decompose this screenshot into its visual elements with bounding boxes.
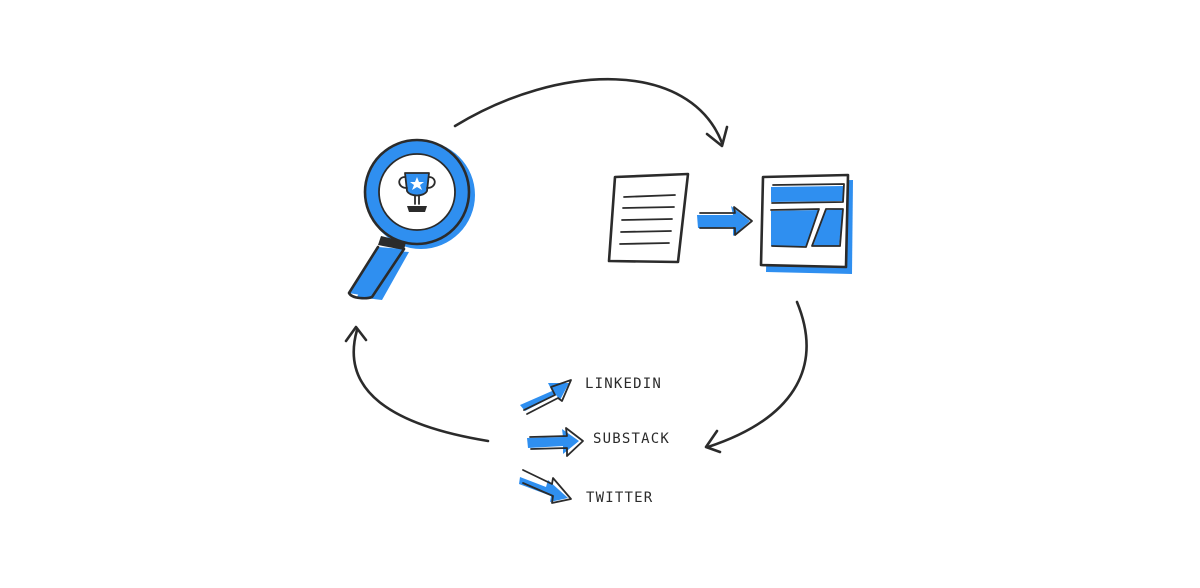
arrow-right-icon [697, 206, 752, 236]
article-layout-icon [761, 175, 853, 274]
substack-arrow-icon [527, 428, 583, 456]
channel-label-twitter: TWITTER [586, 490, 653, 506]
cycle-arrow-left [346, 327, 488, 441]
cycle-arrow-right [706, 302, 807, 452]
twitter-arrow-icon [519, 470, 571, 503]
magnifying-glass-trophy-icon [349, 140, 475, 300]
document-icon [609, 174, 688, 262]
channel-label-substack: SUBSTACK [593, 431, 670, 447]
cycle-arrow-top [455, 79, 727, 146]
linkedin-arrow-icon [520, 380, 571, 414]
channel-label-linkedin: LINKEDIN [585, 376, 662, 392]
